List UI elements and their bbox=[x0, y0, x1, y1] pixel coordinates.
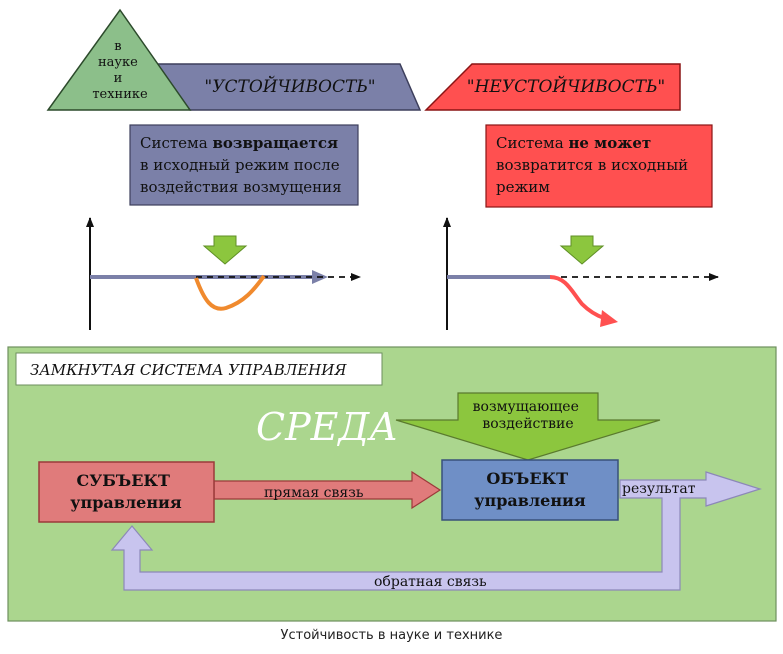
svg-text:Система не может возврат: Система не может возвратится в исходный … bbox=[496, 134, 693, 196]
stable-description-box: Система возвращается в исходный режим по… bbox=[129, 124, 359, 206]
unstable-graph bbox=[443, 217, 719, 330]
instability-band: "НЕУСТОЙЧИВОСТЬ" bbox=[424, 63, 681, 111]
stable-disturbance-arrow bbox=[202, 235, 248, 265]
object-box: ОБЪЕКТ управления bbox=[441, 459, 619, 521]
svg-text:Система возвращается в и: Система возвращается в исходный режим по… bbox=[140, 134, 344, 196]
instability-label: "НЕУСТОЙЧИВОСТЬ" bbox=[467, 75, 665, 97]
svg-text:возмущающее воздействие: возмущающее воздействие bbox=[473, 399, 584, 432]
svg-text:СУБЪЕКТ управления: СУБЪЕКТ управления bbox=[70, 471, 182, 512]
environment-label: СРЕДА bbox=[256, 405, 398, 449]
subject-box: СУБЪЕКТ управления bbox=[38, 461, 215, 523]
direct-link-label: прямая связь bbox=[264, 485, 364, 501]
stability-band: "УСТОЙЧИВОСТЬ" bbox=[148, 63, 422, 111]
unstable-description-box: Система не может возвратится в исходный … bbox=[485, 124, 713, 208]
feedback-loop-arrow bbox=[110, 471, 762, 591]
result-label: результат bbox=[622, 481, 696, 497]
feedback-label: обратная связь bbox=[374, 574, 487, 590]
disturbance-arrow: возмущающее воздействие bbox=[395, 392, 661, 461]
unstable-disturbance-arrow bbox=[559, 235, 605, 265]
science-triangle: в науке и технике bbox=[46, 8, 192, 111]
direct-link-arrow bbox=[213, 470, 442, 510]
closed-system-title: ЗАМКНУТАЯ СИСТЕМА УПРАВЛЕНИЯ bbox=[15, 352, 383, 386]
stability-label: "УСТОЙЧИВОСТЬ" bbox=[204, 75, 375, 97]
stable-graph bbox=[86, 217, 361, 330]
svg-text:ЗАМКНУТАЯ СИСТЕМА УПРАВЛЕНИЯ: ЗАМКНУТАЯ СИСТЕМА УПРАВЛЕНИЯ bbox=[30, 361, 347, 379]
unstable-divergence-curve bbox=[549, 275, 605, 320]
stable-deviation-curve bbox=[194, 274, 266, 311]
figure-caption: Устойчивость в науке и технике bbox=[280, 628, 503, 643]
triangle-text: в науке и технике bbox=[92, 39, 148, 102]
svg-text:ОБЪЕКТ управления: ОБЪЕКТ управления bbox=[474, 469, 586, 510]
